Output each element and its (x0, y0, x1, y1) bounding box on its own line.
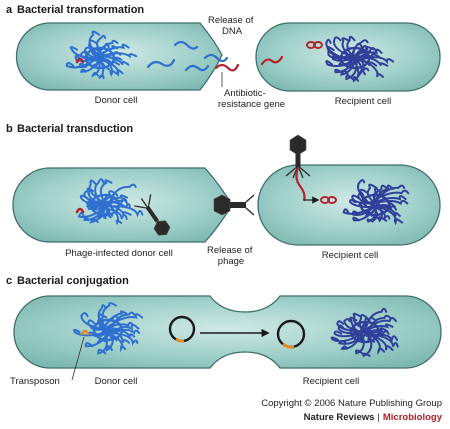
panel-b-title: Bacterial transduction (17, 123, 133, 135)
injected-dna (295, 166, 306, 202)
resistance-gene-in-recipient-b (320, 196, 337, 204)
recipient-cell-b (257, 164, 441, 246)
transposon-in-chromosome (80, 329, 90, 336)
chromosome-core (89, 193, 121, 217)
panel-a-title: Bacterial transformation (17, 4, 144, 16)
release-dna-label: Release of DNA (208, 15, 256, 37)
resistance-gene-in-donor-b (75, 207, 85, 214)
released-phage (213, 194, 255, 216)
journal-name: Nature Reviews (303, 412, 375, 423)
chromosome-strand (342, 179, 410, 226)
chromosome-strand (73, 302, 144, 355)
recipient-plasmid (276, 319, 306, 349)
release-phage-label: Release of phage (207, 245, 255, 267)
panel-conjugation: c Bacterial conjugation Transposon Donor… (6, 275, 442, 387)
transposon-label: Transposon (10, 376, 60, 387)
chromosome-core (84, 46, 116, 70)
journal-separator: | (377, 412, 380, 423)
chromosome-core (339, 46, 371, 70)
recipient-chromosome-a (325, 35, 395, 83)
released-dna-fragments (146, 40, 284, 72)
donor-chromosome-c (73, 302, 144, 355)
donor-cell-label-a: Donor cell (95, 95, 138, 106)
recipient-cell-label-b: Recipient cell (322, 250, 379, 261)
panel-c-title: Bacterial conjugation (17, 275, 129, 287)
chromosome-core (359, 193, 391, 217)
resistance-gene-in-recipient-a (306, 41, 323, 49)
donor-cell-a (15, 22, 223, 91)
chromosome-strand (330, 307, 399, 358)
resistance-gene-in-donor-a (75, 57, 85, 64)
recipient-cell-label-a: Recipient cell (335, 96, 392, 107)
transposon-leader-line (71, 336, 85, 381)
panel-transformation: a Bacterial transformation Release of DN… (6, 4, 441, 110)
phage-inside-donor (134, 194, 171, 236)
donor-chromosome-a (65, 30, 138, 80)
journal-credit: Nature Reviews|Microbiology (304, 412, 442, 423)
panel-c-letter: c (6, 275, 12, 287)
panel-transduction: b Bacterial transduction (6, 123, 441, 267)
phage-on-recipient (285, 134, 311, 179)
copyright-notice: Copyright © 2006 Nature Publishing Group (261, 398, 442, 409)
donor-cell-label-c: Donor cell (95, 376, 138, 387)
recipient-chromosome-c (330, 307, 399, 358)
panel-a-letter: a (6, 4, 13, 16)
antibiotic-resistance-gene-label: Antibiotic- resistance gene (218, 88, 285, 110)
recipient-chromosome-b (342, 179, 410, 226)
chromosome-core (349, 320, 381, 344)
panel-b-letter: b (6, 123, 13, 135)
donor-plasmid (168, 315, 196, 343)
donor-chromosome-b (77, 178, 144, 226)
recipient-cell-label-c: Recipient cell (303, 376, 360, 387)
chromosome-core (92, 318, 124, 342)
phage-infected-donor-cell-label: Phage-infected donor cell (65, 248, 173, 259)
journal-subtitle: Microbiology (382, 412, 442, 423)
